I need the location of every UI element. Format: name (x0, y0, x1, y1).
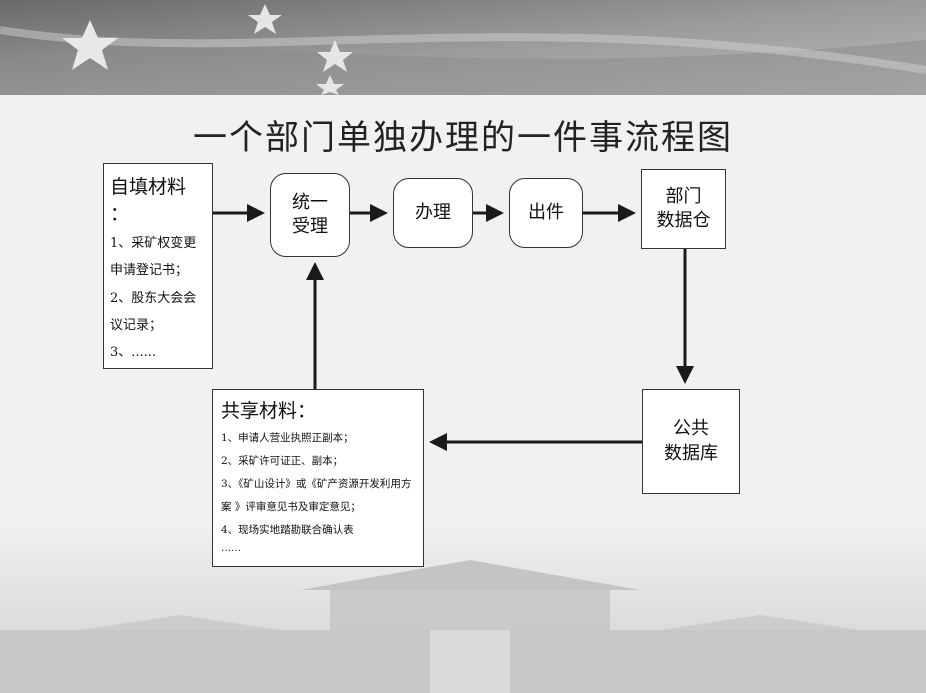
self-materials-box: 自填材料 ： 1、采矿权变更申请登记书； 2、股东大会会议记录； 3、.....… (103, 163, 213, 369)
node-label: 公共 (673, 418, 709, 440)
list-item: 1、申请人营业执照正副本； (221, 432, 354, 444)
star-icon (248, 4, 282, 34)
node-process: 办理 (393, 178, 473, 248)
node-unified-acceptance: 统一 受理 (270, 173, 350, 257)
palace-background-image (0, 520, 926, 693)
node-label: 统一 (292, 191, 328, 213)
node-label: 数据库 (664, 442, 718, 464)
flag-banner-image (0, 0, 926, 95)
list-item: ...... (221, 542, 242, 555)
list-item: 3、《矿山设计》或《矿产资源开发利用方案 》评审意见书及审定意见； (221, 478, 412, 514)
list-item: 2、采矿许可证正、副本； (221, 455, 344, 468)
self-materials-heading: 自填材料 ： (110, 176, 187, 225)
list-item: 3、...... (110, 345, 157, 361)
list-item: 1、采矿权变更申请登记书； (110, 236, 197, 279)
shared-materials-heading: 共享材料： (221, 400, 317, 422)
node-label: 出件 (528, 201, 564, 223)
page-title: 一个部门单独办理的一件事流程图 (193, 118, 733, 158)
node-label: 数据仓 (656, 210, 711, 231)
list-item: 2、股东大会会议记录； (110, 290, 197, 333)
shared-materials-box: 共享材料： 1、申请人营业执照正副本； 2、采矿许可证正、副本； 3、《矿山设计… (212, 389, 424, 567)
node-public-database: 公共 数据库 (642, 389, 740, 494)
node-label: 部门 (665, 185, 702, 207)
star-icon (316, 75, 344, 95)
node-department-data-warehouse: 部门 数据仓 (641, 169, 726, 249)
list-item: 4、现场实地踏勘联合确认表 (221, 524, 354, 537)
node-label: 办理 (415, 201, 451, 223)
node-issue: 出件 (509, 178, 583, 248)
star-icon (62, 20, 118, 70)
node-label: 受理 (292, 216, 328, 237)
star-icon (317, 40, 353, 72)
